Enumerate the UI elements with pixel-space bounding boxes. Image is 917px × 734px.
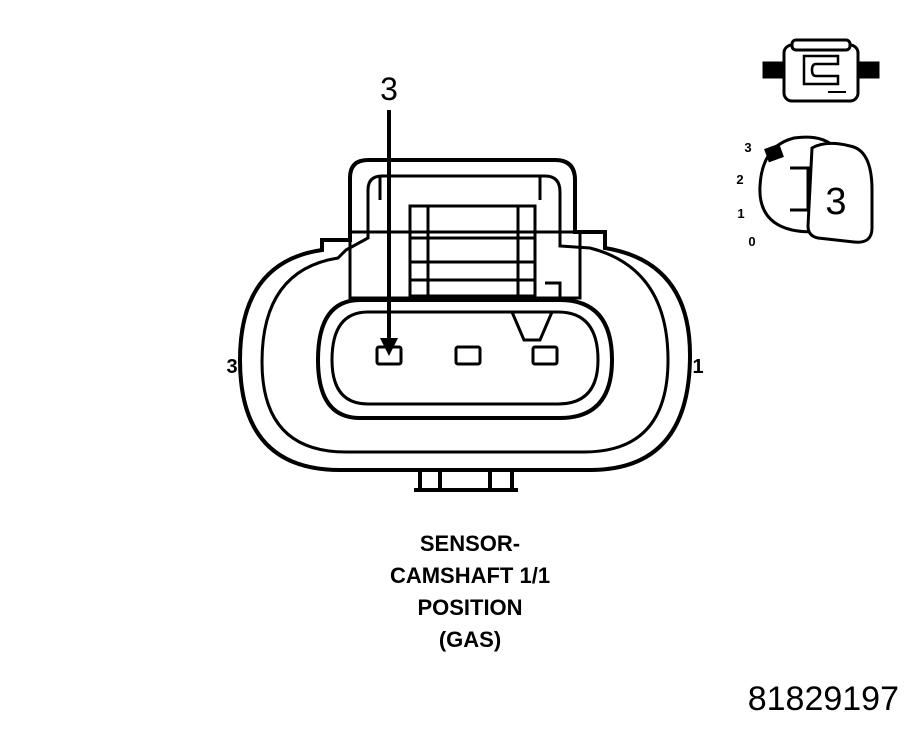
terminal-1 bbox=[531, 345, 559, 366]
locking-tab-frame bbox=[348, 230, 582, 300]
figure-id: 81829197 bbox=[747, 680, 899, 718]
bottom-latch bbox=[414, 470, 518, 492]
pin-callout: 3 bbox=[380, 71, 398, 356]
caption-line-1: SENSOR- bbox=[419, 531, 521, 556]
caption-line-4: (GAS) bbox=[438, 627, 502, 652]
terminal-2 bbox=[454, 345, 482, 366]
legend-selected-marker bbox=[764, 143, 784, 163]
legend-tick-3: 3 bbox=[744, 140, 751, 155]
connector-icon bbox=[762, 38, 880, 103]
legend-key-back bbox=[806, 141, 874, 244]
caption-line-3: POSITION bbox=[417, 595, 523, 620]
pin-legend: 3 3 2 1 0 bbox=[736, 135, 874, 249]
callout-arrow-head bbox=[380, 338, 398, 356]
connector-shell bbox=[237, 158, 693, 472]
shell-inner bbox=[260, 174, 670, 454]
shell-lock-ramp bbox=[378, 176, 542, 200]
pin-cavity bbox=[315, 298, 615, 420]
connector-caption: SENSOR- CAMSHAFT 1/1 POSITION (GAS) bbox=[330, 528, 610, 656]
callout-pin-number: 3 bbox=[380, 71, 398, 107]
pin-label-right: 1 bbox=[692, 356, 703, 378]
caption-line-2: CAMSHAFT 1/1 bbox=[389, 563, 551, 588]
legend-key-number: 3 bbox=[825, 181, 846, 223]
keyway bbox=[510, 311, 554, 342]
legend-tick-1: 1 bbox=[737, 206, 744, 221]
legend-tick-0: 0 bbox=[748, 234, 755, 249]
locking-tab bbox=[348, 204, 582, 300]
legend-tick-2: 2 bbox=[736, 172, 743, 187]
cavity-outer bbox=[315, 298, 615, 420]
cavity-inner bbox=[330, 310, 600, 406]
pin-label-left: 3 bbox=[226, 356, 237, 378]
terminals bbox=[375, 345, 559, 366]
locking-tab-inner bbox=[408, 204, 537, 298]
shell-outer bbox=[237, 158, 693, 472]
